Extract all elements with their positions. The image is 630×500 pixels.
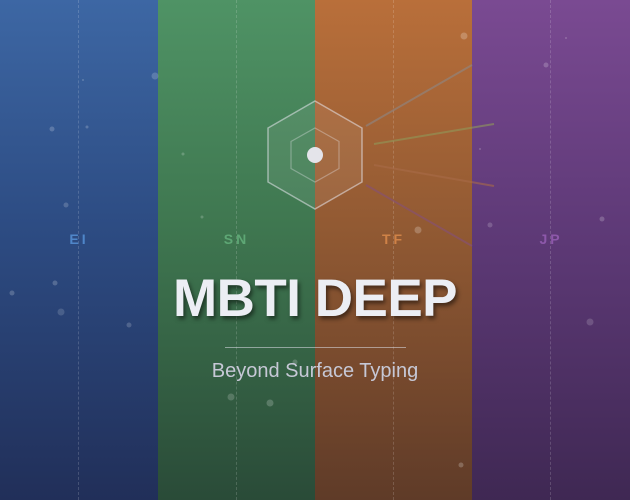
particle [458, 462, 464, 468]
dimension-label-jp: JP [539, 231, 563, 247]
particle [292, 359, 298, 365]
particle [181, 152, 185, 156]
dimension-label-ei: EI [69, 231, 89, 247]
particle [266, 399, 274, 407]
particle [151, 72, 159, 80]
band-tf [315, 0, 472, 500]
particle [414, 226, 422, 234]
connector-line [373, 123, 495, 145]
band-jp [472, 0, 630, 500]
divider-line [550, 0, 551, 500]
particle [9, 290, 15, 296]
particle [63, 202, 69, 208]
divider-line [236, 0, 237, 500]
particle [543, 62, 549, 68]
connector-line [365, 64, 473, 127]
particle [479, 148, 481, 150]
particle [52, 280, 58, 286]
particle [82, 79, 84, 81]
particle [599, 216, 605, 222]
connector-line [373, 164, 495, 187]
subtitle: Beyond Surface Typing [211, 360, 419, 382]
hexagon-icon [267, 100, 363, 210]
band-sn [158, 0, 315, 500]
particle [227, 393, 235, 401]
particle [565, 37, 567, 39]
divider-line [78, 0, 79, 500]
particle [200, 215, 204, 219]
dimension-label-sn: SN [223, 231, 250, 247]
band-ei [0, 0, 158, 500]
title-divider [225, 347, 406, 348]
particles [9, 32, 605, 468]
connector-lines [365, 64, 495, 247]
particle [460, 32, 468, 40]
center-dot [307, 147, 323, 163]
particle [57, 308, 65, 316]
main-title: MBTI DEEP [172, 269, 458, 328]
particle [85, 125, 89, 129]
particle [586, 318, 594, 326]
particle [487, 222, 493, 228]
particle [49, 126, 55, 132]
particle [126, 322, 132, 328]
connector-line [365, 184, 473, 247]
divider-line [393, 0, 394, 500]
dimension-label-tf: TF [381, 231, 406, 247]
